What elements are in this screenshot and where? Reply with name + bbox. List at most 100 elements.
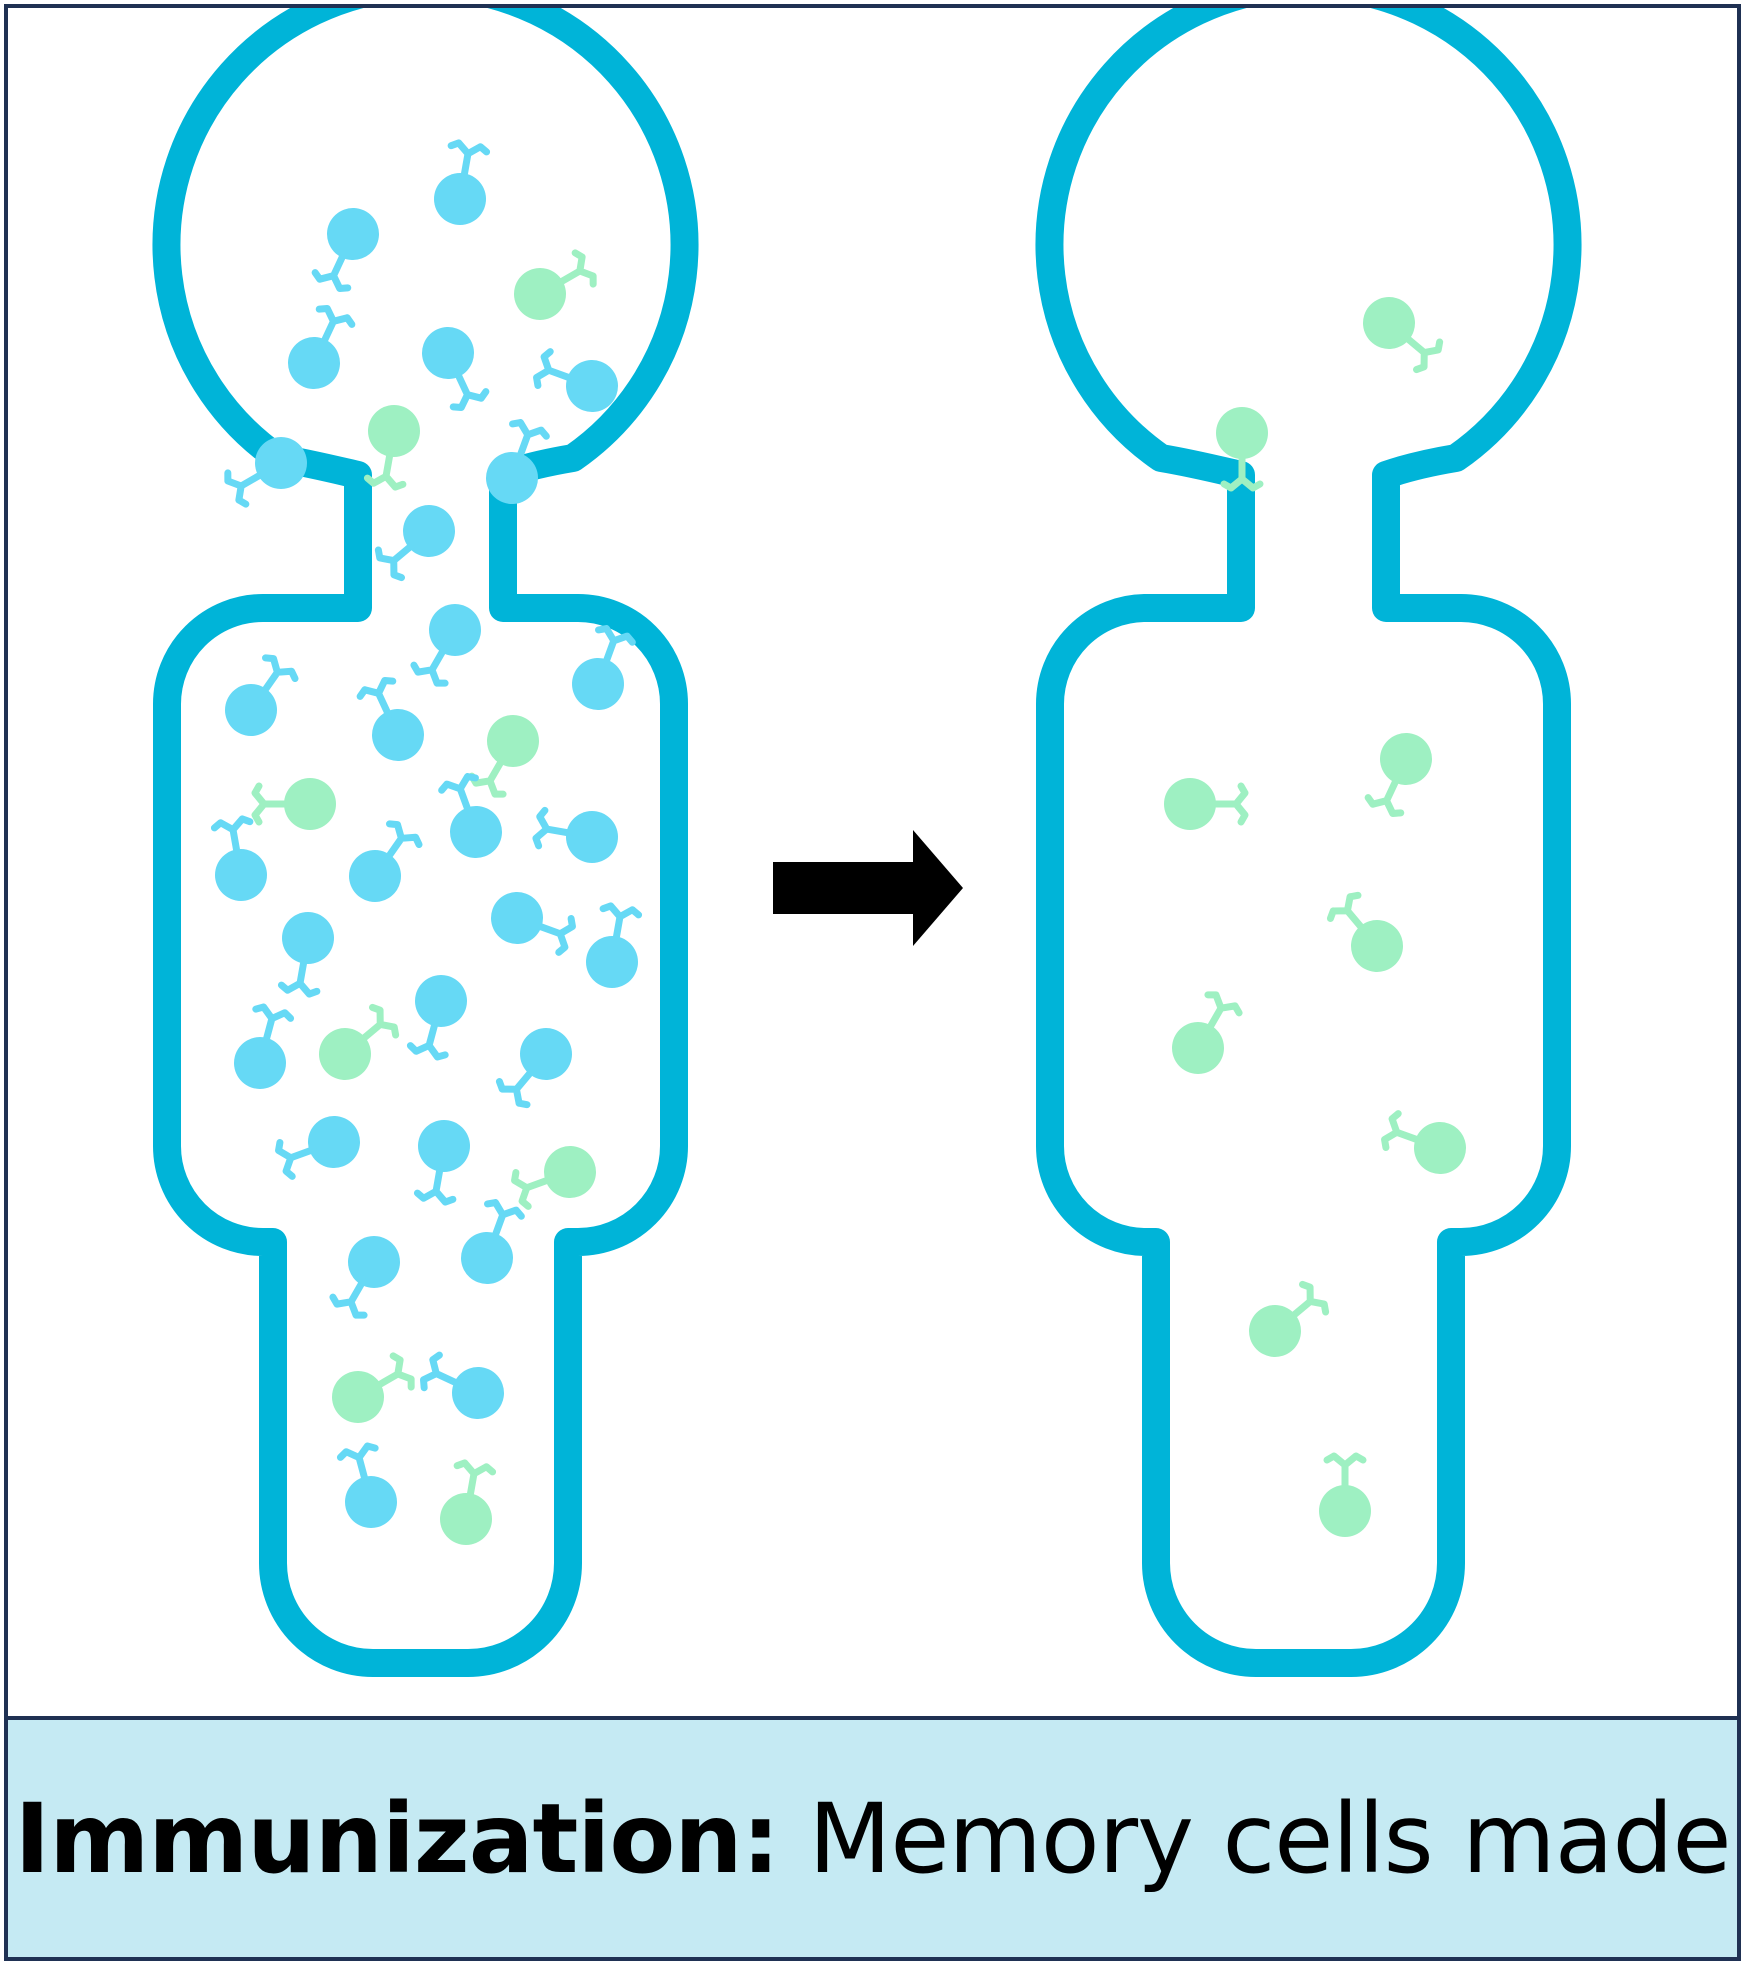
cell-body [345, 1476, 397, 1528]
naive-lymphocyte-icon [491, 892, 576, 956]
cell-body [368, 405, 420, 457]
cell-receptor [410, 645, 449, 687]
memory-cell-icon [1164, 778, 1249, 830]
cell-body [487, 715, 539, 767]
naive-lymphocyte-icon [495, 1028, 572, 1109]
cell-receptor [336, 1442, 379, 1485]
cell-body [348, 1236, 400, 1288]
cell-receptor [447, 139, 491, 181]
memory-cell-icon [332, 1352, 415, 1423]
cell-body [572, 658, 624, 710]
caption-bar: Immunization: Memory cells made [8, 1716, 1737, 1957]
cell-receptor [1364, 775, 1405, 817]
cell-receptor [420, 1351, 462, 1392]
cell-receptor [1220, 451, 1264, 492]
memory-cell-icon [1381, 1110, 1466, 1174]
cell-receptor [373, 1352, 415, 1391]
cell-body [403, 505, 455, 557]
cell-body [1351, 920, 1403, 972]
cell-receptor [532, 806, 574, 850]
cell-receptor [599, 902, 643, 944]
cell-body [1172, 1022, 1224, 1074]
cell-body [514, 268, 566, 320]
cell-receptor [438, 773, 479, 815]
cell-receptor [595, 625, 636, 667]
cell-receptor [1288, 1280, 1330, 1321]
cell-receptor [275, 1139, 317, 1180]
cell-receptor [511, 1169, 553, 1210]
naive-lymphocyte-icon [349, 820, 423, 902]
cell-receptor [509, 419, 550, 461]
memory-cell-icon [468, 715, 539, 798]
cell-body [1216, 407, 1268, 459]
cell-receptor [413, 1164, 457, 1206]
cell-body [234, 1037, 286, 1089]
cell-receptor [315, 305, 356, 347]
naive-lymphocyte-icon [356, 677, 424, 761]
cell-body [284, 778, 336, 830]
cell-body [434, 173, 486, 225]
naive-lymphocyte-icon [422, 327, 490, 411]
cell-receptor [358, 1003, 400, 1044]
memory-cell-icon [1326, 891, 1403, 972]
cell-body [372, 709, 424, 761]
memory-cell-icon [1249, 1280, 1330, 1357]
cell-receptor [252, 1003, 295, 1046]
naive-lymphocyte-icon [586, 902, 643, 988]
cell-receptor [363, 449, 407, 491]
naive-lymphocyte-icon [420, 1351, 504, 1419]
cell-receptor [224, 469, 266, 508]
cell-receptor [329, 1277, 368, 1319]
cell-body [332, 1371, 384, 1423]
naive-lymphocyte-icon [210, 815, 267, 901]
cell-body [544, 1146, 596, 1198]
cell-receptor [1402, 333, 1444, 374]
cell-receptor [1208, 782, 1249, 826]
naive-lymphocyte-icon [406, 975, 467, 1061]
cell-receptor [1381, 1110, 1423, 1151]
naive-lymphocyte-icon [461, 1199, 525, 1284]
naive-lymphocyte-icon [532, 806, 618, 863]
cell-receptor [449, 369, 490, 411]
cell-body [1164, 778, 1216, 830]
caption-title: Immunization: [14, 1782, 780, 1895]
memory-cell-icon [1319, 1452, 1371, 1537]
cell-body [566, 360, 618, 412]
cell-body [225, 684, 277, 736]
cell-body [486, 452, 538, 504]
cell-body [1363, 297, 1415, 349]
cell-receptor [1323, 1452, 1367, 1493]
naive-lymphocyte-icon [410, 604, 481, 687]
memory-cell-icon [251, 778, 336, 830]
memory-cell-icon [319, 1003, 400, 1080]
naive-lymphocyte-icon [533, 348, 618, 412]
naive-lymphocyte-icon [374, 505, 455, 582]
cell-body [429, 604, 481, 656]
cell-receptor [406, 1018, 449, 1061]
cell-receptor [260, 654, 299, 696]
naive-lymphocyte-icon [225, 654, 299, 736]
cell-body [215, 849, 267, 901]
cell-body [1414, 1122, 1466, 1174]
cell-receptor [311, 250, 352, 292]
cell-body [566, 811, 618, 863]
cell-body [440, 1493, 492, 1545]
caption-subtitle: Memory cells made [808, 1782, 1732, 1895]
cell-body [418, 1120, 470, 1172]
naive-lymphocyte-icon [288, 305, 356, 389]
memory-cell-icon [363, 405, 420, 491]
cell-receptor [210, 815, 254, 857]
body-outline-after [1035, 8, 1582, 1677]
cell-body [319, 1028, 371, 1080]
naive-lymphocyte-icon [438, 773, 502, 858]
cell-body [422, 327, 474, 379]
naive-lymphocyte-icon [413, 1120, 470, 1206]
cell-body [1249, 1305, 1301, 1357]
cell-body [1380, 733, 1432, 785]
cell-receptor [356, 677, 397, 719]
cell-body [415, 975, 467, 1027]
cell-receptor [534, 915, 576, 956]
caption: Immunization: Memory cells made [14, 1782, 1732, 1895]
naive-lymphocyte-icon [434, 139, 491, 225]
memory-cell-icon [1363, 297, 1444, 374]
